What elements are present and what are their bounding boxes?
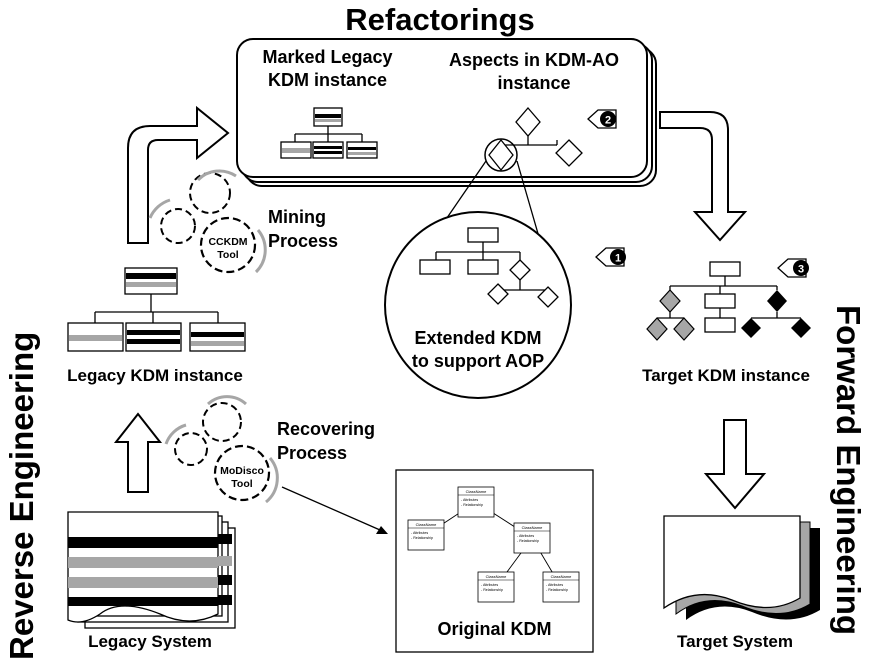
legacy-system-docs — [67, 511, 236, 629]
step-marker-3: 3 — [777, 258, 809, 278]
label-legacy-system: Legacy System — [88, 632, 212, 651]
step-number-1: 1 — [615, 253, 621, 265]
label-original-kdm: Original KDM — [437, 619, 552, 639]
uml-class-box — [457, 486, 495, 518]
uml-class-name: ClassName — [486, 574, 507, 579]
label-recovering-process: Recovering Process — [277, 419, 376, 463]
arrow-to-refactorings — [127, 105, 230, 244]
uml-class-attribute: - Relationship — [461, 503, 483, 507]
mining-gears — [148, 169, 267, 274]
uml-class-name: ClassName — [522, 525, 543, 530]
uml-class-attribute: - Attributes — [546, 583, 563, 587]
uml-class-attribute: - Attributes — [517, 534, 534, 538]
step-number-3: 3 — [798, 264, 804, 276]
uml-class-attribute: - Relationship — [546, 588, 568, 592]
uml-class-attribute: - Attributes — [411, 531, 428, 535]
uml-class-name: ClassName — [416, 522, 437, 527]
step-number-2: 2 — [605, 115, 611, 127]
title-refactorings: Refactorings — [345, 2, 535, 37]
arrow-up-reverse — [113, 412, 163, 493]
uml-class-name: ClassName — [551, 574, 572, 579]
original-kdm-frame — [395, 469, 594, 653]
uml-class-attribute: - Relationship — [517, 539, 539, 543]
uml-class-name: ClassName — [466, 489, 487, 494]
uml-class-box — [542, 571, 580, 603]
label-forward-engineering: Forward Engineering — [830, 305, 867, 636]
step-marker-1: 1 — [595, 247, 626, 267]
label-extended-kdm: Extended KDM to support AOP — [411, 328, 545, 371]
uml-class-attribute: - Attributes — [461, 498, 478, 502]
modisco-pointer — [281, 486, 388, 534]
target-system-docs — [663, 515, 820, 620]
uml-class-box — [513, 522, 551, 554]
uml-class-attribute: - Relationship — [411, 536, 433, 540]
target-kdm-tree — [646, 261, 811, 341]
label-mining-process: Mining Process — [268, 207, 339, 251]
uml-class-attribute: - Attributes — [481, 583, 498, 587]
original-kdm-uml: ClassName- Attributes- RelationshipClass… — [407, 486, 580, 603]
label-target-kdm-instance: Target KDM instance — [642, 366, 810, 385]
label-aspects-kdm-ao: Aspects in KDM-AO instance — [448, 50, 619, 93]
legacy-kdm-tree — [67, 267, 246, 352]
extended-kdm-circle — [384, 211, 572, 399]
aspects-diamonds — [484, 107, 583, 172]
label-cckdm-tool: CCKDM Tool — [208, 236, 248, 261]
uml-class-box — [477, 571, 515, 603]
arrow-to-target-kdm — [659, 111, 748, 242]
step-marker-2: 2 — [587, 109, 617, 129]
arrow-down-forward — [703, 419, 767, 510]
recovering-gears — [164, 395, 279, 504]
label-reverse-engineering: Reverse Engineering — [3, 331, 40, 660]
label-marked-legacy: Marked Legacy KDM instance — [262, 47, 393, 90]
uml-class-box — [407, 519, 445, 551]
label-target-system: Target System — [677, 632, 793, 651]
marked-legacy-tree — [280, 107, 378, 159]
label-legacy-kdm-instance: Legacy KDM instance — [67, 366, 243, 385]
uml-class-attribute: - Relationship — [481, 588, 503, 592]
label-modisco-tool: MoDisco Tool — [220, 465, 264, 490]
